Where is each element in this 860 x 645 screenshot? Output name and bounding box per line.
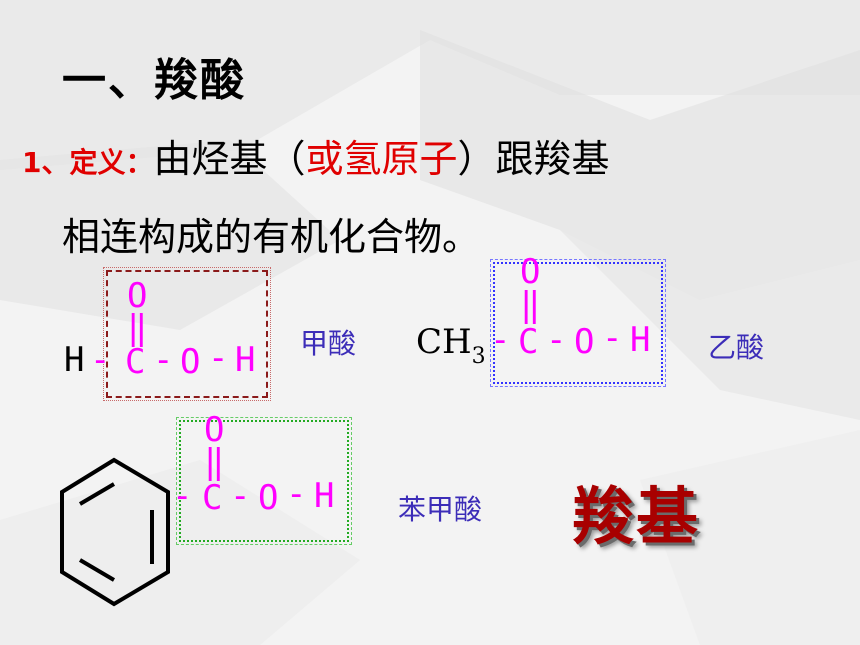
benzoic-bond-3: - bbox=[286, 474, 307, 514]
formic-acid-name: 甲酸 bbox=[300, 327, 357, 360]
acetic-o-atom: O bbox=[574, 322, 595, 362]
benzoic-c-atom: C bbox=[202, 478, 223, 518]
acetic-bond-2: - bbox=[546, 320, 567, 360]
formic-h2-atom: H bbox=[235, 340, 256, 380]
benzoic-double-bond: ‖ bbox=[204, 442, 225, 482]
definition-number: 1、 bbox=[22, 146, 70, 179]
acetic-c-atom: C bbox=[518, 322, 539, 362]
definition-line-2: 相连构成的有机化合物。 bbox=[62, 215, 481, 259]
formic-h-atom: H bbox=[64, 340, 85, 380]
formic-bond-2: - bbox=[153, 340, 174, 380]
formic-bond-3: - bbox=[208, 338, 229, 378]
benzoic-bond-2: - bbox=[230, 476, 251, 516]
formic-o-atom: O bbox=[180, 342, 201, 382]
acetic-acid-name: 乙酸 bbox=[708, 331, 765, 364]
benzoic-acid-name: 苯甲酸 bbox=[398, 493, 483, 526]
acetic-ch-text: CH bbox=[416, 322, 472, 362]
benzoic-o-top: O bbox=[204, 410, 225, 450]
definition-text-after: ）跟羧基 bbox=[457, 137, 610, 181]
benzoic-o-atom: O bbox=[258, 478, 279, 518]
formic-o-top: O bbox=[127, 276, 148, 316]
acetic-bond-3: - bbox=[602, 318, 623, 358]
formic-carboxyl-box bbox=[103, 267, 271, 401]
carboxyl-label: 羧基 bbox=[572, 480, 701, 553]
benzoic-bond-1: - bbox=[172, 476, 193, 516]
definition-line-1: 1、定义：由烃基（或氢原子）跟羧基 bbox=[22, 128, 610, 183]
acetic-bond-1: - bbox=[490, 320, 511, 360]
acetic-carboxyl-box bbox=[490, 259, 666, 387]
definition-text-highlight: 或氢原子 bbox=[305, 137, 458, 181]
slide-title: 一、羧酸 bbox=[62, 55, 246, 106]
acetic-subscript-3: 3 bbox=[471, 344, 486, 369]
formic-bond-1: - bbox=[90, 340, 111, 380]
benzoic-carboxyl-box bbox=[176, 417, 352, 545]
acetic-ch3-group: CH3 bbox=[416, 322, 486, 369]
formic-c-atom: C bbox=[125, 342, 146, 382]
acetic-h-atom: H bbox=[630, 320, 651, 360]
acetic-o-top: O bbox=[520, 252, 541, 292]
benzene-ring-icon bbox=[60, 457, 170, 607]
definition-label: 定义： bbox=[69, 146, 154, 179]
formic-double-bond: ‖ bbox=[127, 308, 148, 348]
benzoic-h-atom: H bbox=[314, 476, 335, 516]
definition-text-before: 由烃基（ bbox=[153, 137, 306, 181]
acetic-double-bond: ‖ bbox=[520, 285, 541, 325]
